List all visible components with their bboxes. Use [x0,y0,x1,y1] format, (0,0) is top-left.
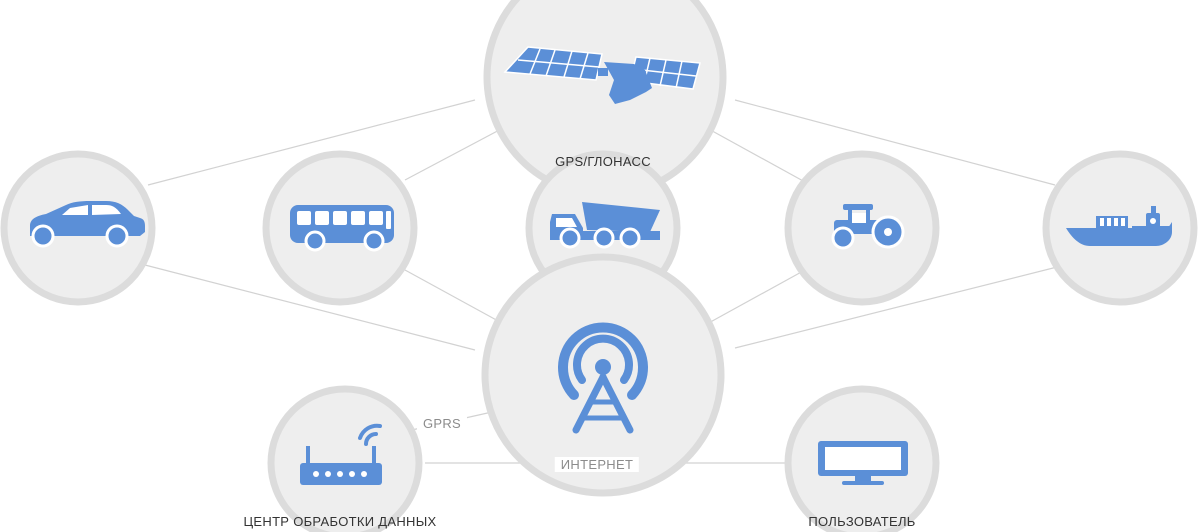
tractor-icon [831,204,905,250]
radio-tower-icon [558,322,648,434]
wifi-router-icon [300,423,382,485]
router-node [267,385,423,532]
link-tractor-tower [704,269,806,326]
dump-truck-icon [550,202,660,249]
link-bus-tower [404,269,501,323]
link-car-tower [144,264,476,351]
gprs-link-label: GPRS [416,416,468,431]
link-satellite-bus [404,126,506,181]
car-icon [30,201,145,248]
router-label: ЦЕНТР ОБРАБОТКИ ДАННЫХ [243,514,437,529]
cargo-ship-icon [1066,206,1172,246]
link-satellite-tractor [704,126,806,183]
monitor-label: ПОЛЬЗОВАТЕЛЬ [808,514,916,529]
internet-link-label: ИНТЕРНЕТ [554,457,640,472]
monitor-icon [818,441,908,485]
link-satellite-car [147,99,476,186]
satellite-label: GPS/ГЛОНАСС [555,154,651,169]
satellite-icon [503,46,701,104]
link-satellite-ship [734,99,1056,186]
bus-icon [290,205,394,252]
link-ship-tower [734,264,1066,349]
connector-lines [144,99,1066,464]
